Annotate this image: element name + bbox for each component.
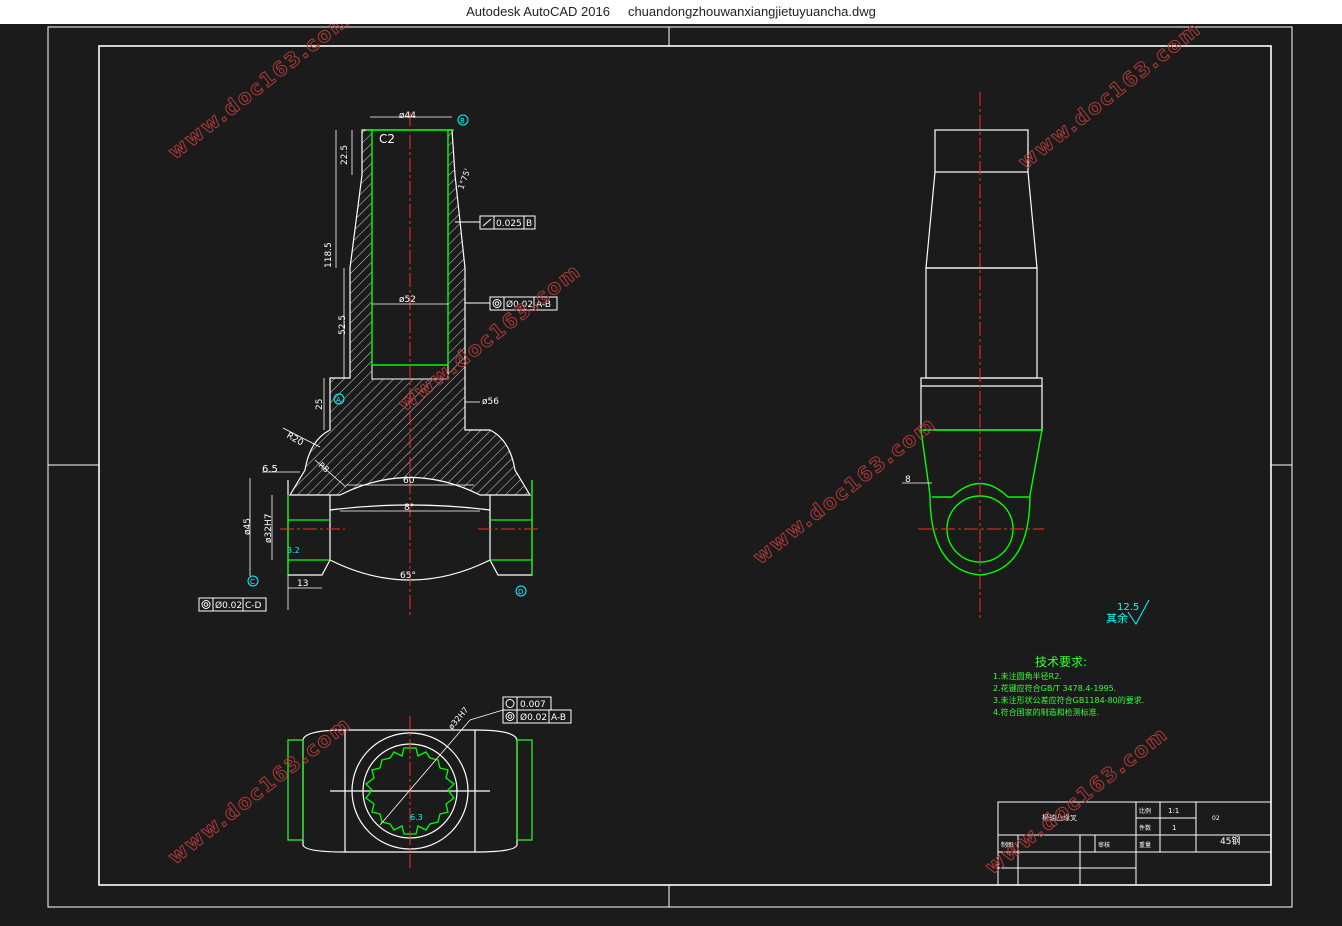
- dim-d56: ø56: [482, 397, 499, 407]
- tol-frame-0025: 0.025 B: [455, 215, 536, 230]
- roughness-label: 其余: [1106, 611, 1128, 625]
- weight-label: 重量: [1139, 841, 1151, 849]
- drawing-svg[interactable]: ø44 C2 B 22.5 1°75' 0.025 B 118.5 ø52 Ø0…: [0, 6, 1342, 922]
- app-title: Autodesk AutoCAD 2016: [466, 4, 610, 19]
- front-dimensions: [249, 116, 480, 610]
- watermark-5: www.doc163.com: [163, 711, 355, 869]
- dim-d32h7: ø32H7: [264, 514, 274, 543]
- scale-label: 比例: [1139, 807, 1151, 815]
- dim-d52: ø52: [399, 295, 416, 305]
- dim-r20: R20: [285, 431, 306, 449]
- tol-0025: 0.025: [496, 219, 522, 229]
- datum-d-marker: [515, 585, 527, 597]
- designer-label: 制图: [1001, 841, 1013, 849]
- tol-ref-ab: A-B: [536, 300, 551, 310]
- bottom-tol-frames: 0.007 Ø0.02 A-B: [502, 696, 572, 724]
- tech-requirements: 技术要求: 1.未注圆角半径R2. 2.花键应符合GB/T 3478.4-199…: [993, 655, 1144, 717]
- tol-ref-b: B: [526, 219, 532, 229]
- tol-ref-cd: C-D: [245, 601, 262, 611]
- roughness-symbol: 12.5 其余: [1106, 599, 1150, 625]
- datum-c: C: [250, 578, 255, 586]
- sheet-frames: [47, 26, 1293, 908]
- dim-52-5: 52.5: [338, 315, 348, 335]
- tech-item-1: 1.未注圆角半径R2.: [993, 671, 1062, 681]
- tol-frame-ab: Ø0.02 A-B: [465, 296, 558, 311]
- watermark-1: www.doc163.com: [163, 24, 355, 164]
- dim-118-5: 118.5: [324, 242, 334, 268]
- dim-60: 60: [403, 476, 415, 486]
- datum-b-marker: [457, 114, 469, 126]
- bottom-tol-ref: A-B: [551, 713, 566, 723]
- tol-cd: Ø0.02: [215, 600, 242, 611]
- tech-item-2: 2.花键应符合GB/T 3478.4-1995.: [993, 683, 1116, 693]
- dim-25: 25: [315, 399, 325, 410]
- bottom-tol-0007: 0.007: [520, 700, 546, 710]
- bottom-rough: 6.3: [410, 813, 423, 822]
- bottom-leader: [379, 719, 471, 826]
- drawing-no: 02: [1212, 815, 1220, 822]
- datum-d: D: [518, 588, 523, 596]
- tol-frame-cd: Ø0.02 C-D: [198, 597, 267, 612]
- side-yoke: [920, 429, 1043, 576]
- side-outline: [920, 129, 1043, 431]
- tech-title: 技术要求:: [1035, 655, 1087, 669]
- datum-c-marker: [247, 575, 259, 587]
- side-view[interactable]: 8 12.5 其余: [902, 92, 1150, 625]
- bottom-ear-left: [287, 739, 304, 841]
- leader-r20: [282, 427, 321, 448]
- dim-d44: ø44: [399, 111, 416, 121]
- dim-22-5: 22.5: [340, 145, 350, 165]
- datum-a: A: [336, 396, 341, 404]
- qty-value: 1: [1172, 824, 1176, 832]
- bottom-dim-d32h7: ø32H7: [447, 705, 471, 731]
- watermark-6: www.doc163.com: [980, 721, 1172, 879]
- front-centerlines: [280, 112, 540, 615]
- drawing-canvas[interactable]: ø44 C2 B 22.5 1°75' 0.025 B 118.5 ø52 Ø0…: [0, 6, 1342, 922]
- rough-left: 3.2: [287, 546, 300, 555]
- front-view[interactable]: ø44 C2 B 22.5 1°75' 0.025 B 118.5 ø52 Ø0…: [198, 111, 558, 615]
- leader-r8: [314, 459, 347, 488]
- bottom-tol-002: Ø0.02: [520, 712, 547, 723]
- tol-002-ab: Ø0.02: [506, 299, 533, 310]
- dim-8deg: 8°: [404, 503, 414, 513]
- roughness-value: 12.5: [1117, 602, 1139, 613]
- dim-65deg: 65°: [400, 571, 416, 581]
- bottom-ear-right: [516, 739, 533, 841]
- material: 45钢: [1220, 835, 1240, 847]
- datum-a-marker: [333, 393, 345, 405]
- side-centerlines: [918, 92, 1044, 618]
- scale-value: 1:1: [1168, 807, 1179, 815]
- window-titlebar: Autodesk AutoCAD 2016 chuandongzhouwanxi…: [0, 0, 1342, 24]
- dim-6-5: 6.5: [262, 464, 278, 475]
- qty-label: 件数: [1139, 824, 1151, 832]
- side-dim-8: 8: [905, 475, 911, 485]
- part-name: 横轴凸缘叉: [1042, 813, 1077, 822]
- tech-item-4: 4.符合国家的制造和检测标准.: [993, 707, 1099, 717]
- bottom-leader-2: [469, 709, 504, 721]
- angle-175: 1°75': [456, 167, 472, 190]
- file-name: chuandongzhouwanxiangjietuyuancha.dwg: [627, 4, 876, 19]
- dim-13: 13: [297, 579, 308, 589]
- tech-item-3: 3.未注形状公差应符合GB1184-80的要求.: [993, 695, 1144, 705]
- label-c2: C2: [379, 132, 395, 146]
- title-block-text: 横轴凸缘叉 比例 1:1 件数 1 02 45钢 重量 制图 审核: [1001, 807, 1240, 849]
- dim-d45: ø45: [243, 518, 253, 535]
- datum-b: B: [460, 117, 465, 125]
- watermark-4: www.doc163.com: [748, 411, 940, 569]
- checker-label: 审核: [1098, 841, 1110, 849]
- title-block: [997, 801, 1272, 886]
